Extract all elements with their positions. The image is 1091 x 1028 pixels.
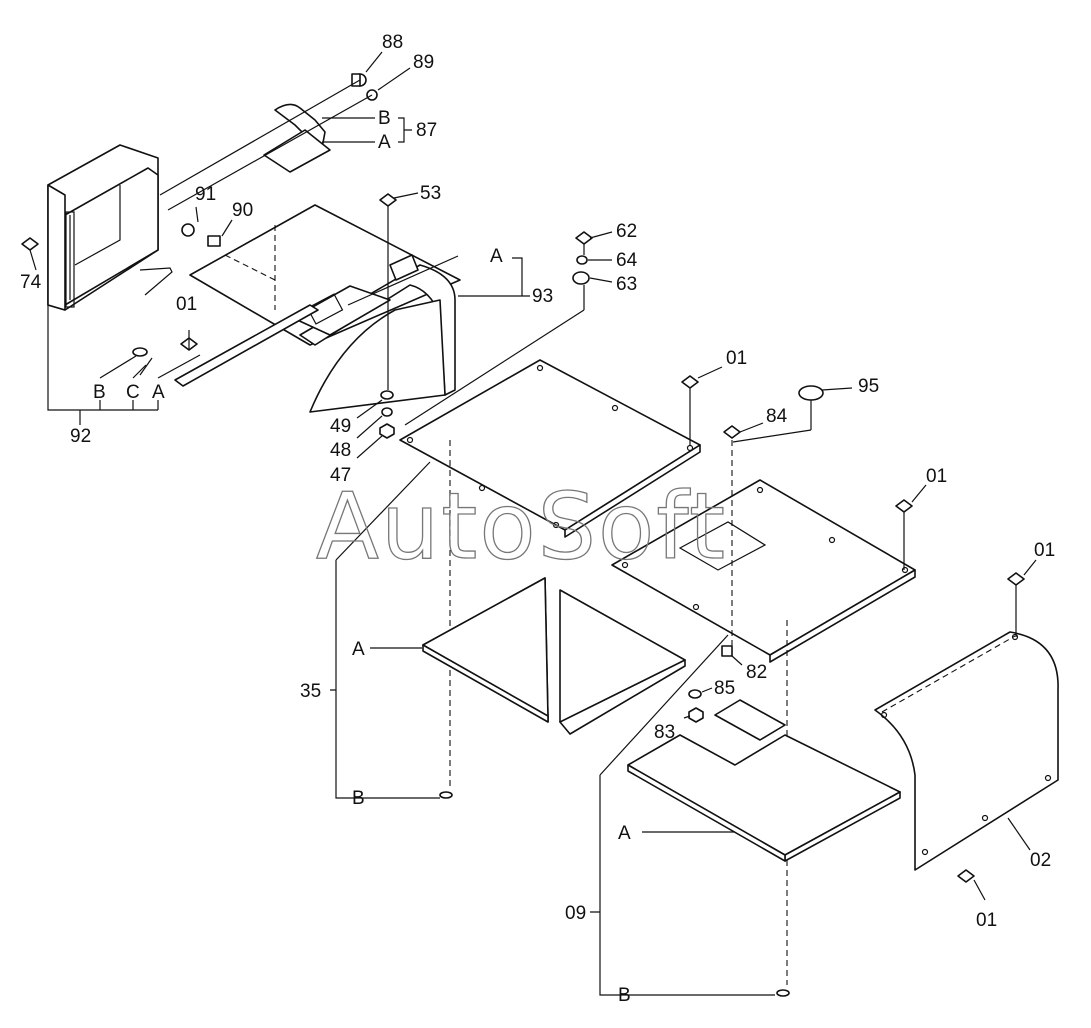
label-85: 85: [714, 678, 735, 699]
clip-90: [207, 235, 221, 247]
clip-82: [721, 645, 733, 657]
label-89: 89: [413, 52, 434, 73]
label-09-b: B: [618, 985, 631, 1006]
label-87-a: A: [378, 132, 391, 153]
label-35-a: A: [352, 639, 365, 660]
washer-85: [688, 689, 702, 699]
label-01-d: 01: [1034, 540, 1055, 561]
label-02: 02: [1030, 850, 1051, 871]
side-cover-02: [874, 631, 1059, 871]
floor-plate-lower: [611, 440, 916, 985]
pin-92c: [139, 357, 153, 376]
label-35-b: B: [352, 788, 365, 809]
bolt-84: [723, 425, 741, 439]
label-01-c: 01: [926, 466, 947, 487]
grommet-95: [798, 385, 824, 401]
label-62: 62: [616, 221, 637, 242]
label-82: 82: [746, 662, 767, 683]
label-90: 90: [232, 200, 253, 221]
label-92-c: C: [126, 382, 140, 403]
bolt-62: [575, 231, 593, 255]
box-92: [47, 144, 173, 311]
label-01-a: 01: [176, 294, 197, 315]
label-88: 88: [382, 32, 403, 53]
label-92-b: B: [93, 382, 106, 403]
label-95: 95: [858, 376, 879, 397]
nut-47: [379, 423, 395, 439]
bolt-01c: [895, 499, 913, 570]
bolt-91: [181, 223, 195, 237]
label-92-a: A: [152, 382, 165, 403]
part-labels: 88 89 B A 87 53 91 90 74 01 B C A 92 62 …: [20, 32, 1055, 1006]
label-47: 47: [330, 465, 351, 486]
bolt-01d: [1007, 572, 1025, 637]
bolt-01b: [681, 375, 699, 445]
washer-92b: [132, 347, 148, 357]
washer-64: [576, 255, 588, 265]
label-74: 74: [20, 272, 42, 293]
label-63: 63: [616, 274, 637, 295]
label-09-a: A: [618, 823, 631, 844]
washer-48: [381, 407, 393, 417]
label-53: 53: [420, 183, 441, 204]
label-93-a: A: [490, 246, 503, 267]
nut-83: [688, 707, 704, 723]
mat-35: [422, 577, 686, 735]
label-93: 93: [532, 286, 553, 307]
label-84: 84: [766, 406, 788, 427]
label-49: 49: [330, 416, 351, 437]
label-09: 09: [565, 903, 586, 924]
washer-49: [380, 390, 394, 400]
bolt-74: [21, 237, 39, 251]
label-83: 83: [654, 722, 675, 743]
floor-plate-upper: [399, 359, 701, 790]
label-35: 35: [300, 681, 321, 702]
label-87: 87: [416, 120, 437, 141]
washer-63: [572, 271, 590, 285]
bolt-53: [379, 193, 397, 390]
mat-09: [627, 699, 901, 862]
watermark-text: AutoSoft: [316, 473, 727, 580]
latch-87: [263, 103, 331, 173]
console-93: [174, 204, 461, 413]
label-87-b: B: [378, 108, 391, 129]
label-64: 64: [616, 250, 638, 271]
leader-lines: [29, 51, 1037, 996]
label-01-b: 01: [726, 348, 747, 369]
label-01-e: 01: [976, 910, 997, 931]
label-48: 48: [330, 440, 351, 461]
bolt-01e: [957, 869, 975, 883]
label-91: 91: [195, 184, 216, 205]
label-92: 92: [70, 426, 91, 447]
